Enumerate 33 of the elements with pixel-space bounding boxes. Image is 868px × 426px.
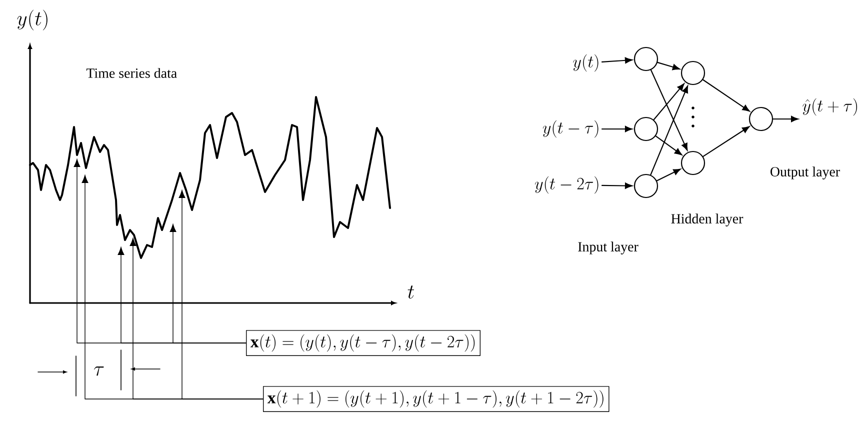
formula-box: $\mathbf{x}(t)=\bigl(y(t),y(t-\tau),y(t-2\tau)\bigr)$: [246, 330, 481, 356]
axis-label: $t$: [408, 285, 414, 299]
neuron-circle: [680, 60, 706, 86]
arrow: [772, 116, 798, 122]
arrow: [702, 79, 750, 112]
formula-box: $\mathbf{x}(t+1)=\bigl(y(t+1),y(t+1-\tau),y(t+1-2\tau)\bigr)$: [263, 386, 610, 412]
axis-label: $y(t)$: [17, 10, 48, 30]
neuron-circle: [680, 150, 706, 176]
arrow: [601, 57, 632, 64]
layer-label: Input layer: [578, 242, 638, 254]
layer-label: Output layer: [770, 166, 840, 180]
chart-title: Time series data: [86, 68, 177, 78]
input-label: $y(t-\tau)$: [542, 120, 598, 138]
neuron-circle: [634, 116, 658, 142]
neuron-circle: [748, 106, 774, 132]
arrow: [650, 86, 688, 176]
leader-arrow: [178, 190, 264, 400]
arrow: [655, 136, 682, 156]
arrow: [653, 83, 684, 120]
arrow: [657, 62, 680, 70]
dimension-label: $\tau$: [94, 366, 104, 376]
neuron-circle: [634, 174, 658, 198]
arrow: [601, 182, 632, 189]
layer-label: Hidden layer: [671, 214, 744, 226]
leader-arrow: [170, 224, 246, 344]
arrow: [702, 126, 750, 158]
input-label: $y(t-2\tau)$: [534, 176, 598, 194]
arrow: [656, 168, 681, 182]
arrow: [601, 126, 632, 132]
arrow: [650, 69, 688, 151]
neuron-circle: [634, 46, 658, 72]
output-label: $\hat{y}(t+\tau)$: [802, 98, 858, 116]
input-label: $y(t)$: [573, 54, 598, 72]
